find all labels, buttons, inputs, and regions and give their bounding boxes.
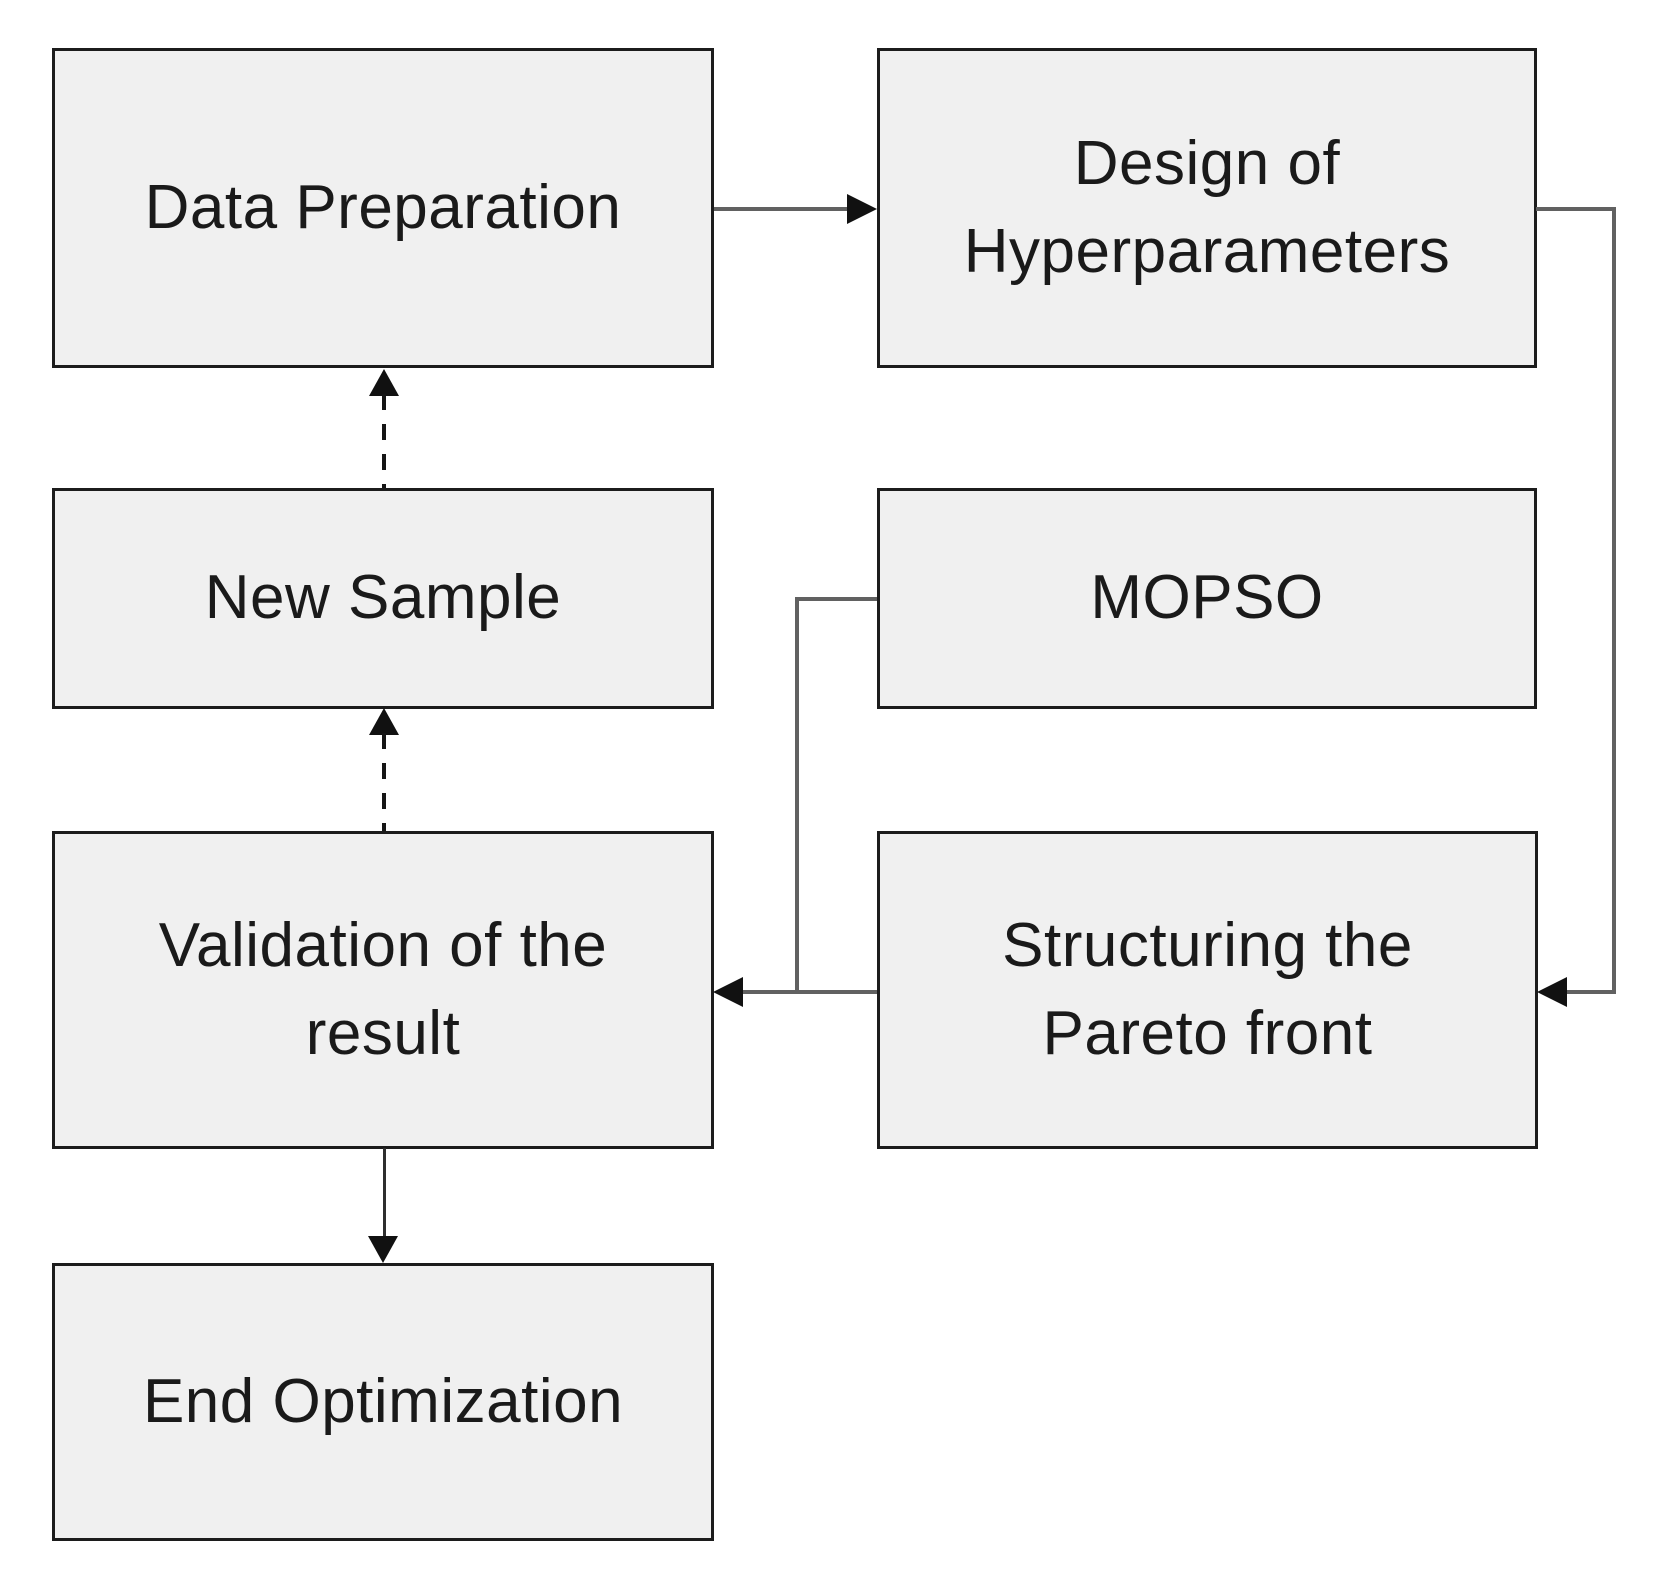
arrowhead-up-icon xyxy=(369,369,399,396)
arrowhead-up-icon xyxy=(369,708,399,735)
node-mopso: MOPSO xyxy=(877,488,1537,709)
edge-newsample-to-dataprep-dashed-line xyxy=(382,394,386,488)
edge-design-to-structuring-segment-bottom xyxy=(1564,990,1616,994)
edge-validation-to-newsample-dashed-line xyxy=(382,733,386,831)
node-validation-of-the-result: Validation of the result xyxy=(52,831,714,1149)
edge-mopso-segment-horizontal xyxy=(797,597,877,601)
node-structuring-the-pareto-front: Structuring the Pareto front xyxy=(877,831,1538,1149)
node-new-sample: New Sample xyxy=(52,488,714,709)
edge-mopso-segment-vertical xyxy=(795,597,799,992)
arrowhead-left-icon xyxy=(1537,977,1567,1007)
arrowhead-right-icon xyxy=(847,194,877,224)
edge-dataprep-to-design-line xyxy=(714,207,854,211)
arrowhead-left-icon xyxy=(713,977,743,1007)
arrowhead-down-icon xyxy=(368,1236,398,1263)
node-end-optimization: End Optimization xyxy=(52,1263,714,1541)
edge-design-to-structuring-segment-vertical xyxy=(1612,207,1616,994)
edge-validation-to-endopt-line xyxy=(383,1148,386,1238)
edge-structuring-to-validation-line xyxy=(743,990,877,994)
node-data-preparation: Data Preparation xyxy=(52,48,714,368)
node-design-of-hyperparameters: Design of Hyperparameters xyxy=(877,48,1537,368)
edge-design-to-structuring-segment-top xyxy=(1536,207,1616,211)
